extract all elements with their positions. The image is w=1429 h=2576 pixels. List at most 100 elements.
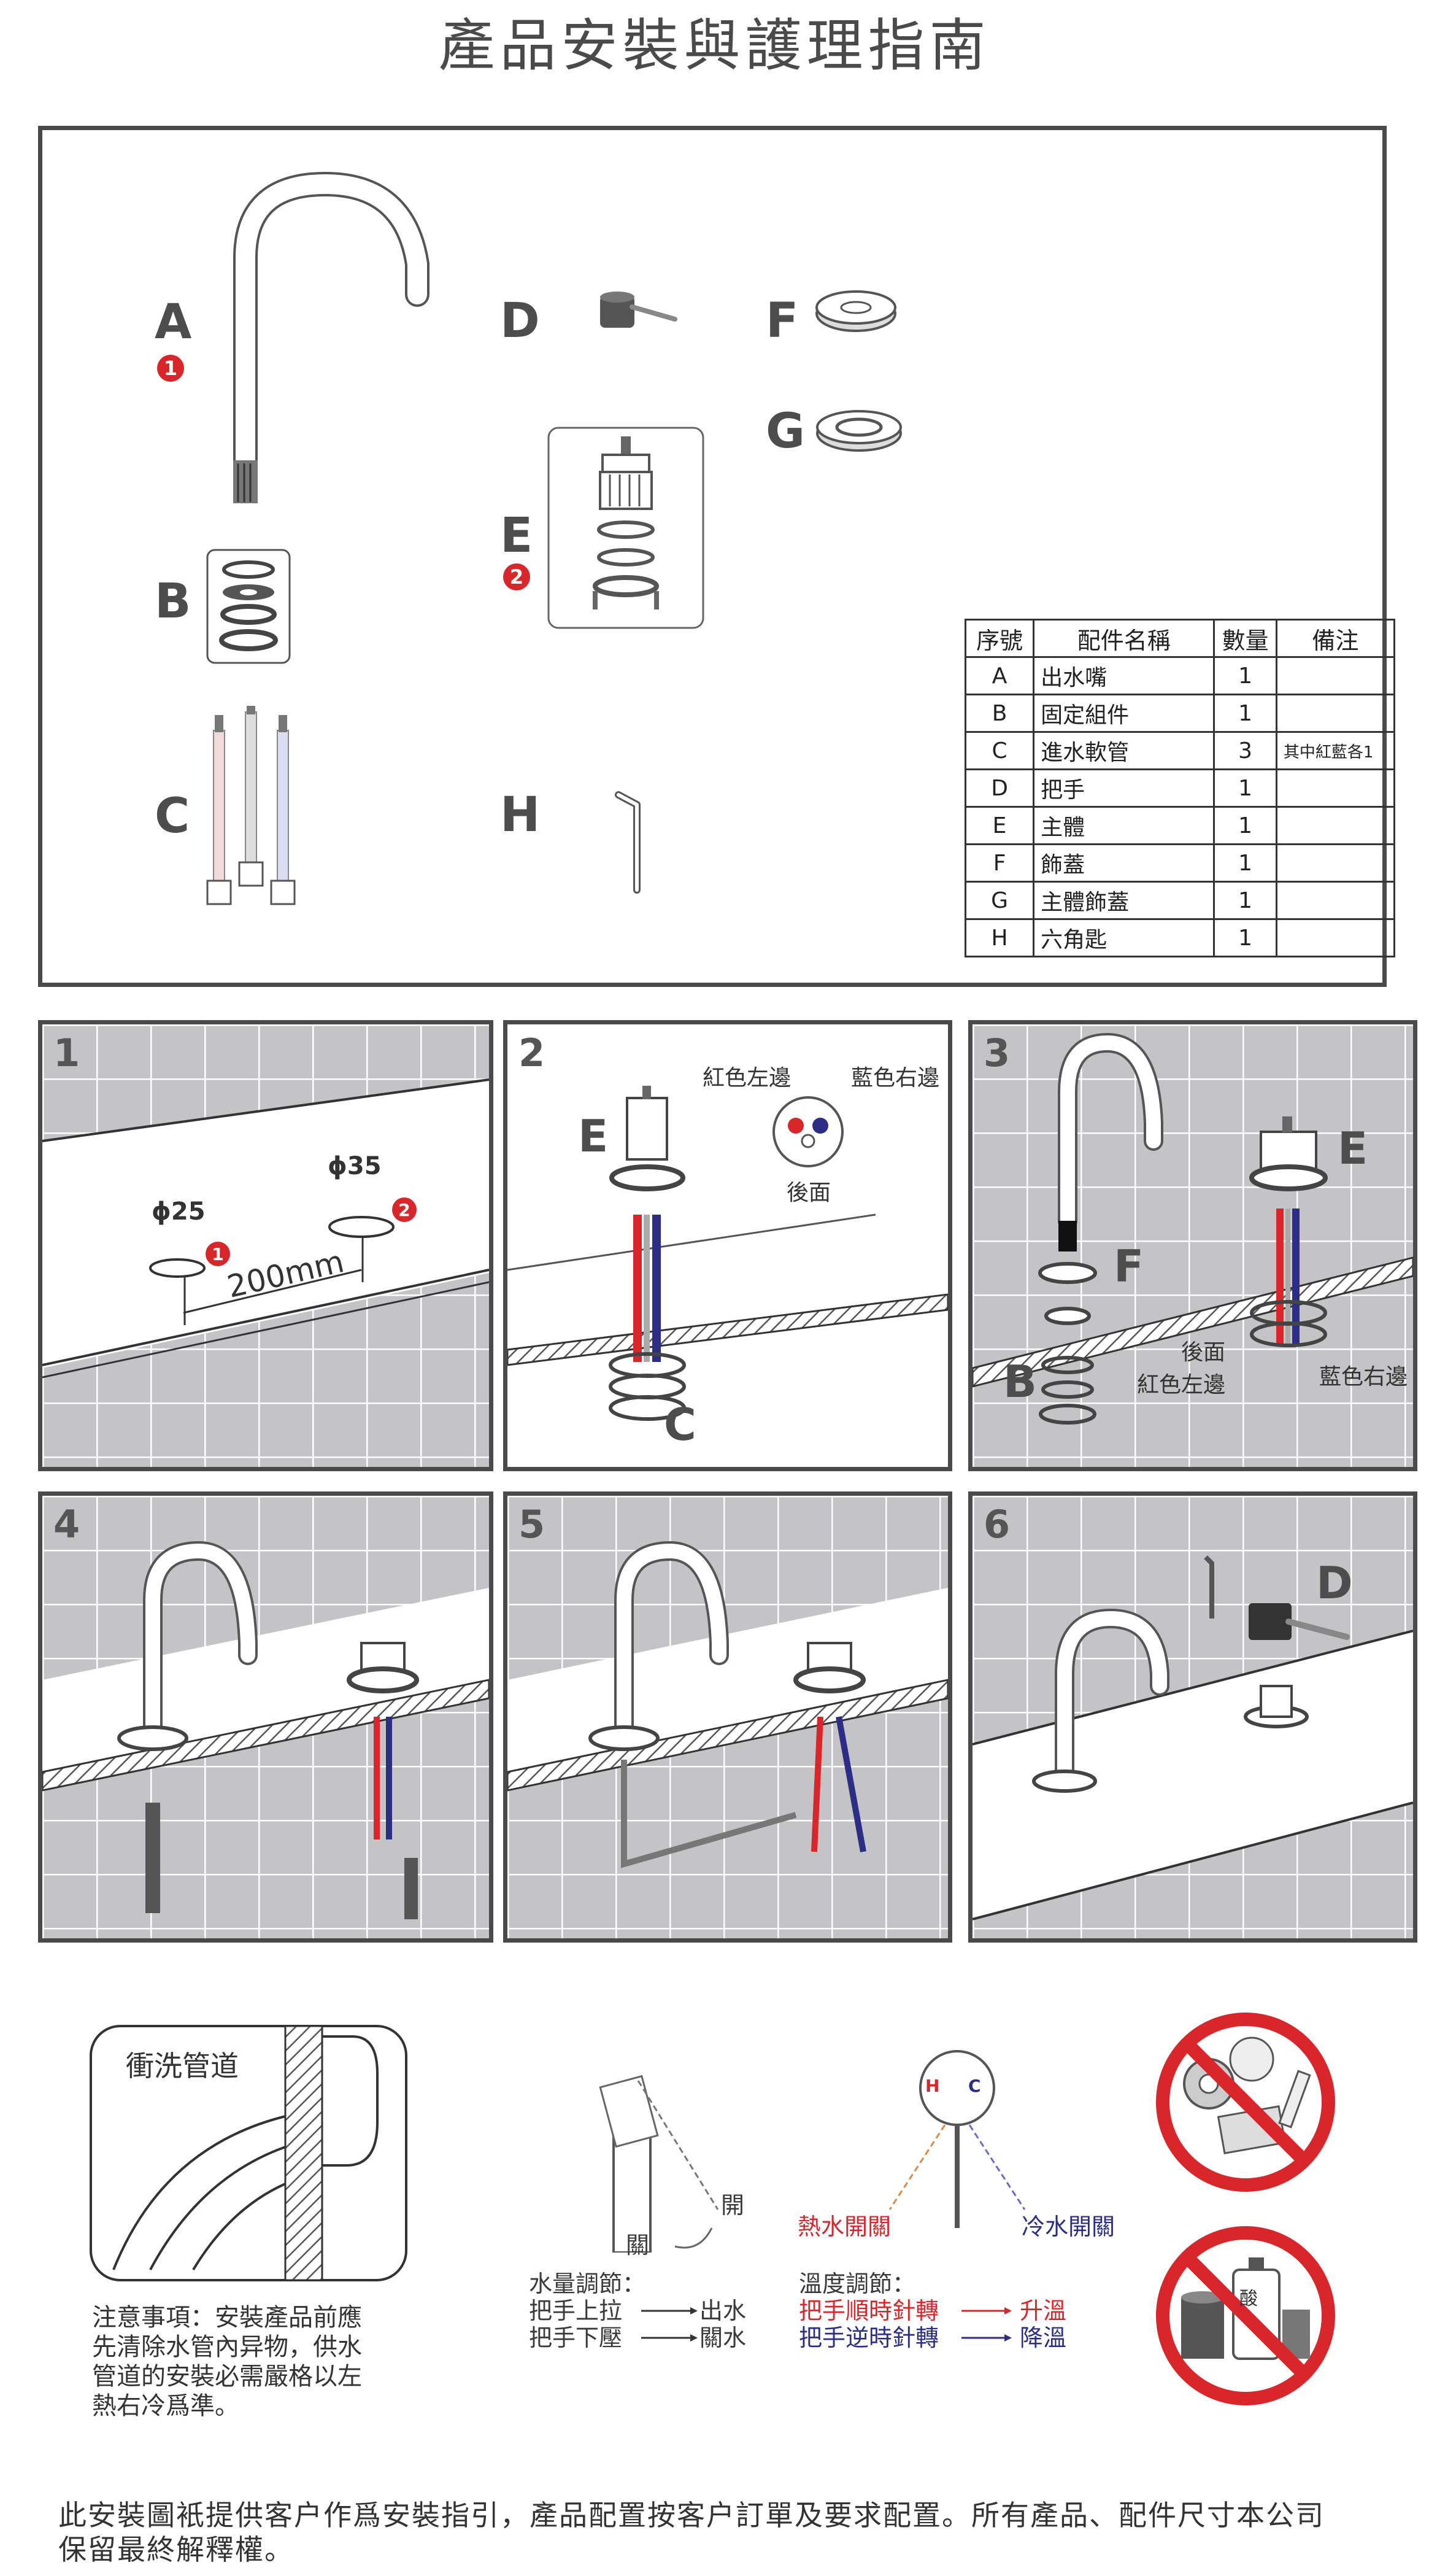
badge-2: 2	[503, 563, 530, 590]
part-h-label: H	[500, 787, 541, 843]
step-2-panel: 2 紅色左邊 藍色右邊 後面 E C	[503, 1020, 952, 1471]
part-note-cell	[1275, 768, 1396, 808]
part-id-cell: E	[964, 806, 1035, 845]
back-label: 後面	[787, 1180, 831, 1205]
part-b-label: B	[1003, 1356, 1037, 1407]
part-note-cell: 其中紅藍各1	[1275, 731, 1396, 770]
body-illustration	[547, 427, 704, 629]
column-header: 配件名稱	[1033, 619, 1215, 658]
red-left-label: 紅色左邊	[1137, 1372, 1226, 1398]
part-id-cell: D	[964, 768, 1035, 808]
part-c-label: C	[664, 1399, 696, 1450]
footer-disclaimer: 此安裝圖衹提供客户作爲安裝指引，產品配置按客户訂單及要求配置。所有產品、配件尺寸…	[58, 2498, 1390, 2567]
flush-note-line: 注意事項：安裝產品前應	[92, 2303, 362, 2332]
part-id-cell: C	[964, 731, 1035, 770]
warm-up-label: 升溫	[1020, 2297, 1067, 2324]
badge-2: 2	[392, 1197, 417, 1222]
part-id-cell: G	[964, 881, 1035, 920]
cold-marker: C	[968, 2076, 981, 2096]
back-label: 後面	[1181, 1340, 1226, 1365]
part-qty-cell: 1	[1213, 656, 1277, 695]
part-note-cell	[1275, 881, 1396, 920]
part-qty-cell: 1	[1213, 806, 1277, 845]
blue-right-label: 藍色右邊	[1319, 1364, 1408, 1390]
step-5-illustration	[507, 1496, 948, 1938]
hex-key-illustration	[615, 791, 641, 894]
water-off-label: 關水	[699, 2324, 747, 2351]
red-left-label: 紅色左邊	[703, 1066, 792, 1091]
part-a-label: A	[155, 295, 192, 350]
spout-illustration	[233, 171, 429, 503]
hole-25-label: ϕ25	[152, 1197, 206, 1226]
part-name-cell: 主體飾蓋	[1033, 881, 1215, 920]
step-number: 1	[53, 1031, 80, 1075]
step-number: 3	[984, 1031, 1011, 1075]
step-number: 6	[984, 1502, 1011, 1547]
part-id-cell: B	[964, 694, 1035, 733]
part-name-cell: 出水嘴	[1033, 656, 1215, 695]
open-label: 開	[721, 2192, 745, 2219]
step-number: 5	[518, 1502, 545, 1547]
part-f-label: F	[1114, 1240, 1144, 1292]
temp-arrows-illustration	[961, 2307, 1012, 2342]
part-d-label: D	[500, 293, 540, 349]
part-note-cell	[1275, 694, 1396, 733]
step-4-panel: 4	[38, 1491, 493, 1943]
part-name-cell: 把手	[1033, 768, 1215, 808]
part-qty-cell: 1	[1213, 694, 1277, 733]
flush-note-line: 熱右冷爲準。	[92, 2392, 239, 2420]
table-header-row: 序號 配件名稱 數量 備注	[964, 619, 1396, 658]
water-out-label: 出水	[699, 2297, 747, 2324]
step-1-illustration	[42, 1024, 489, 1467]
hot-switch-label: 熱水開關	[798, 2213, 892, 2240]
part-note-cell	[1275, 843, 1396, 883]
step-6-panel: 6 D	[968, 1491, 1417, 1943]
hoses-illustration	[206, 706, 296, 905]
no-chemicals-icon	[1156, 2226, 1335, 2405]
part-note-cell	[1275, 918, 1396, 957]
part-qty-cell: 1	[1213, 843, 1277, 883]
column-header: 數量	[1213, 619, 1277, 658]
press-handle-label: 把手下壓	[529, 2324, 623, 2351]
part-e-label: E	[1338, 1123, 1368, 1174]
step-3-panel: 3 E F B 後面 紅色左邊 藍色右邊	[968, 1020, 1417, 1471]
footer-line: 此安裝圖衹提供客户作爲安裝指引，產品配置按客户訂單及要求配置。所有產品、配件尺寸…	[58, 2499, 1325, 2532]
part-note-cell	[1275, 656, 1396, 695]
step-number: 2	[518, 1031, 545, 1075]
clockwise-label: 把手順時針轉	[799, 2297, 939, 2324]
flush-note-line: 管道的安裝必需嚴格以左	[92, 2362, 362, 2391]
flush-pipes-illustration	[90, 2025, 407, 2281]
step-4-illustration	[42, 1496, 489, 1938]
flush-title: 衝洗管道	[126, 2049, 239, 2083]
part-id-cell: F	[964, 843, 1035, 883]
page-title: 產品安裝與護理指南	[438, 13, 991, 79]
step-6-illustration	[973, 1496, 1413, 1938]
part-qty-cell: 1	[1213, 918, 1277, 957]
temperature-handle-illustration	[888, 2050, 1026, 2228]
blue-right-label: 藍色右邊	[851, 1066, 940, 1091]
column-header: 序號	[964, 619, 1035, 658]
temperature-title: 溫度調節：	[799, 2270, 916, 2297]
part-name-cell: 六角匙	[1033, 918, 1215, 957]
body-cover-illustration	[816, 410, 902, 452]
footer-line: 保留最終解釋權。	[58, 2533, 294, 2566]
lift-handle-label: 把手上拉	[529, 2297, 623, 2324]
counterclockwise-label: 把手逆時針轉	[799, 2324, 939, 2351]
part-f-label: F	[766, 293, 799, 349]
water-volume-title: 水量調節：	[529, 2270, 646, 2297]
part-qty-cell: 3	[1213, 731, 1277, 770]
part-d-label: D	[1316, 1557, 1353, 1609]
step-5-panel: 5	[503, 1491, 952, 1943]
part-e-label: E	[500, 508, 533, 563]
hot-marker: H	[925, 2076, 940, 2096]
step-2-illustration	[507, 1086, 948, 1421]
part-e-label: E	[578, 1110, 609, 1162]
step-number: 4	[53, 1502, 80, 1547]
badge-1: 1	[157, 355, 184, 382]
